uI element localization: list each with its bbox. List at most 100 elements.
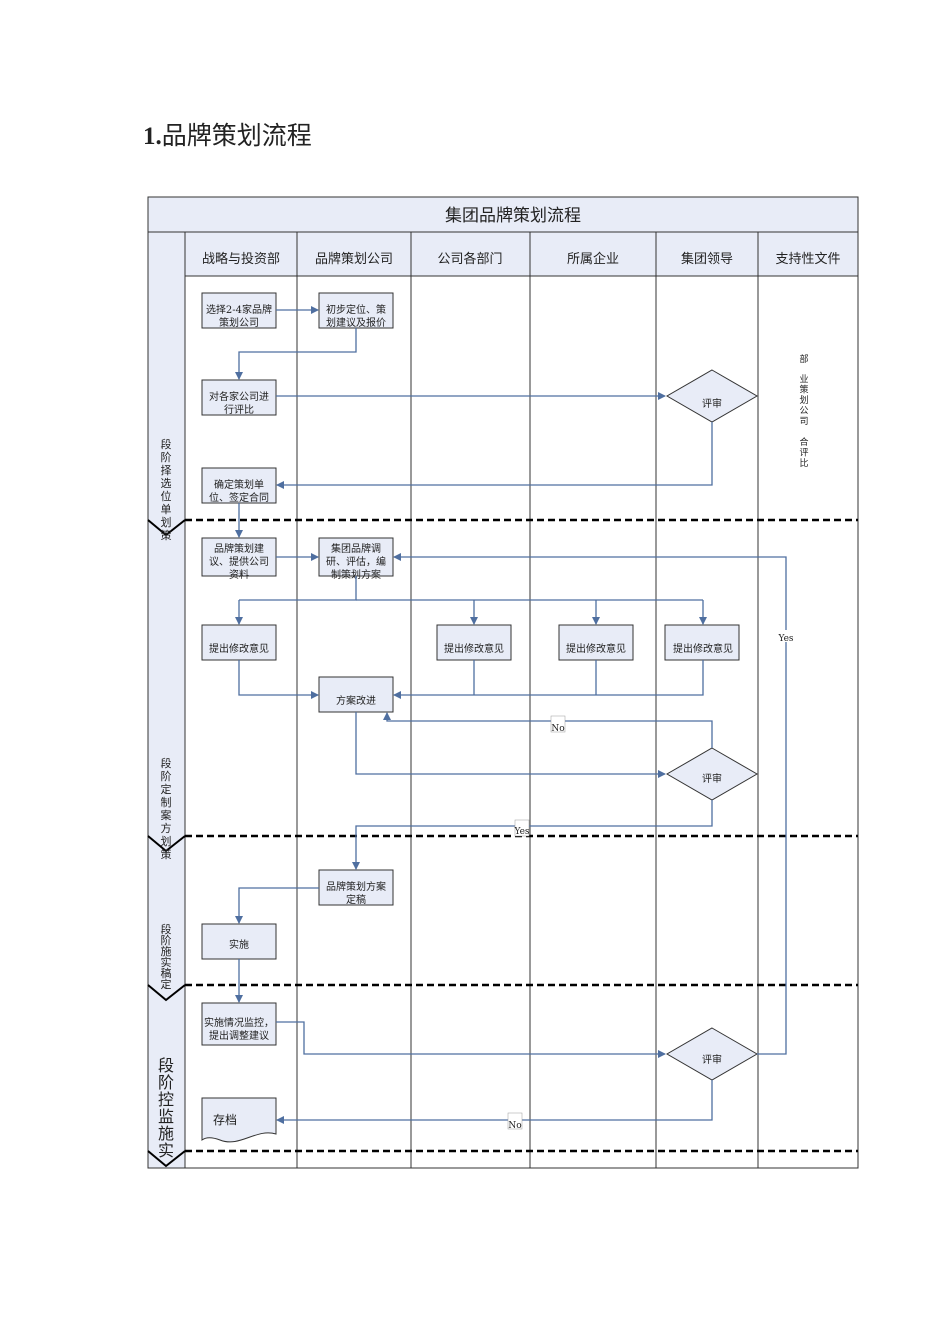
box-plan-improvement [318,676,394,713]
chart-title: 集团品牌策划流程 [445,206,581,226]
phase-4-char: 实 [158,1141,174,1160]
box-research-line: 制策划方案 [331,568,381,581]
label-no-improve: No [551,724,564,734]
box-select-agency [201,292,277,329]
support-doc-char: 评 [799,448,808,459]
decision-review-2-label: 评审 [702,772,722,785]
phase-2-char: 方 [161,821,172,835]
phase-1-char: 单 [161,503,172,516]
box-monitor-line: 提出调整建议 [209,1029,269,1042]
phase-chevrons [147,519,186,1168]
box-suggest-line: 议、提供公司 [209,555,269,568]
lane-separators [296,232,759,1168]
box-opinion-strategy [201,624,277,661]
box-opinion-departments [436,624,512,661]
phase-1-char: 阶 [161,450,172,464]
lane-header-enterprises: 所属企业 [567,251,619,267]
phase-4-char: 监 [158,1107,174,1126]
decision-review-1 [666,369,758,423]
phase-1-char: 段 [161,437,172,451]
phase-2-char: 划 [161,835,172,848]
process-boxes [201,292,740,1143]
connector-labels: Yes No Yes No [507,630,795,1131]
phase-strip [147,231,186,1169]
box-compare-line: 行评比 [224,403,254,416]
phase-2-char: 阶 [161,769,172,783]
chart-frame [147,196,859,1169]
box-monitor-line: 实施情况监控， [204,1016,274,1029]
lane-header-agency: 品牌策划公司 [315,251,393,267]
phase-2-char: 段 [161,756,172,770]
phase-2-char: 案 [161,808,172,822]
support-doc-char: 部 [799,353,808,365]
box-initial-positioning [318,292,394,329]
heading-text: 品牌策划流程 [161,121,312,150]
phase-2-char: 定 [161,782,172,796]
phase-1-char: 划 [161,516,172,529]
page-title: 1.品牌策划流程 [143,116,312,152]
box-select-line: 选择2-4家品牌 [206,303,272,316]
support-doc-char: 合 [799,436,808,448]
label-no-archive: No [508,1121,521,1131]
document-archive [201,1097,277,1143]
phase-1-char: 位 [161,489,172,503]
phase-1-char: 策 [161,528,172,542]
phase-3-char: 定 [161,977,172,991]
phase-4-char: 段 [158,1056,174,1075]
box-implementation [201,923,277,960]
phase-3-char: 段 [161,922,172,936]
box-select-line: 策划公司 [219,316,259,329]
box-archive-line: 存档 [213,1113,237,1127]
support-doc-char: 业 [799,374,808,385]
lane-header-leadership: 集团领导 [681,251,733,267]
decision-review-3 [666,1027,758,1081]
box-research-line: 集团品牌调 [331,542,381,555]
support-doc-char: 划 [799,394,808,406]
box-opinion-enterprise-line: 提出修改意见 [566,642,626,655]
box-research-line: 研、评估，编 [326,555,386,568]
lane-header-support-docs: 支持性文件 [775,252,840,267]
lane-header-strategy: 战略与投资部 [202,251,280,267]
phase-3-char: 施 [161,945,172,958]
phase-3-char: 阶 [161,933,172,947]
box-suggest-line: 品牌策划建 [214,542,264,555]
box-confirm-line: 位、签定合同 [209,491,269,504]
decision-review-3-label: 评审 [702,1053,722,1066]
box-brand-research [318,537,394,577]
phase-4-char: 施 [158,1124,174,1143]
phase-3-char: 稿 [161,966,172,980]
phase-2-char: 制 [161,796,172,809]
box-opinion-leader-line: 提出修改意见 [673,642,733,655]
support-doc-char: 司 [799,416,808,427]
decision-diamonds: 评审 评审 评审 [666,369,758,1081]
box-confirm-line: 确定策划单 [214,478,264,491]
decision-review-1-label: 评审 [702,397,722,410]
box-opinion-leadership [664,624,740,661]
box-initial-line: 划建议及报价 [326,316,386,329]
title-band [147,196,859,233]
flow-connectors [235,306,787,1124]
box-implement-line: 实施 [229,938,249,951]
heading-number: 1. [143,123,162,150]
box-improve-line: 方案改进 [336,694,376,707]
box-compare-line: 对各家公司进 [209,390,269,403]
label-yes-support: Yes [777,634,793,644]
box-initial-line: 初步定位、策 [326,303,386,316]
box-suggest-line: 资料 [229,568,249,581]
support-doc-char: 比 [799,457,808,469]
box-finalize-line: 定稿 [346,893,366,906]
phase-1-char: 择 [161,463,172,477]
box-opinion-enterprises [558,624,634,661]
support-doc-char: 策 [799,384,808,396]
phase-2-char: 策 [161,847,172,861]
box-finalize-line: 品牌策划方案 [326,880,386,893]
header-row [184,231,859,277]
phase-1-char: 选 [161,477,172,490]
box-compare-agencies [201,379,277,416]
phase-4-char: 控 [158,1090,174,1109]
box-confirm-contract [201,467,277,504]
